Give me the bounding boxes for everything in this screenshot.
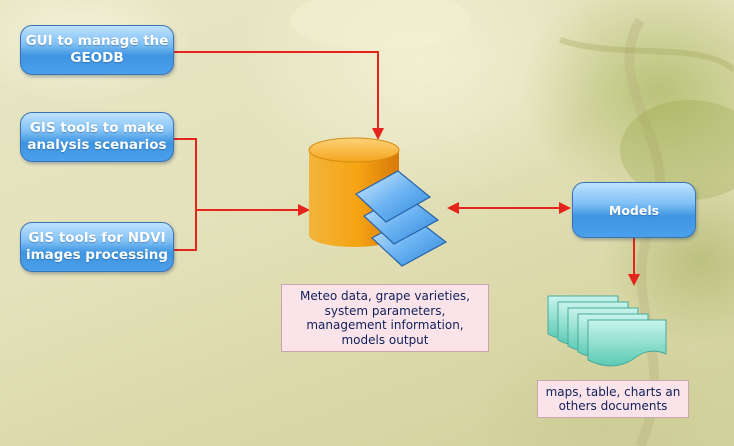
models-box: Models <box>572 182 696 238</box>
connector-analysis <box>174 138 197 251</box>
documents-description: maps, table, charts an others documents <box>537 380 689 418</box>
layer-top <box>354 170 432 223</box>
data-layers-icon <box>354 170 448 267</box>
arrowhead-db-top <box>372 128 384 140</box>
models-label: Models <box>608 202 660 218</box>
gui-geodb-label: GUI to manage the GEODB <box>25 33 169 66</box>
gis-ndvi-label: GIS tools for NDVI images processing <box>25 230 169 263</box>
doc-sheet-5 <box>587 319 667 367</box>
arrowhead-docs <box>628 274 640 286</box>
database-description-text: Meteo data, grape varieties, system para… <box>300 289 470 347</box>
documents-icon <box>547 295 667 367</box>
arrowhead-models-left <box>447 202 459 214</box>
gui-geodb-box: GUI to manage the GEODB <box>20 25 174 75</box>
gis-ndvi-box: GIS tools for NDVI images processing <box>20 222 174 272</box>
gis-analysis-box: GIS tools to make analysis scenarios <box>20 112 174 162</box>
arrow-gui-to-db <box>174 51 379 130</box>
documents-description-text: maps, table, charts an others documents <box>545 384 681 414</box>
arrowhead-models-right <box>559 202 571 214</box>
database-description: Meteo data, grape varieties, system para… <box>281 284 489 352</box>
arrows <box>174 51 640 286</box>
arrowhead-db-left <box>298 204 310 216</box>
gis-analysis-label: GIS tools to make analysis scenarios <box>27 120 167 153</box>
